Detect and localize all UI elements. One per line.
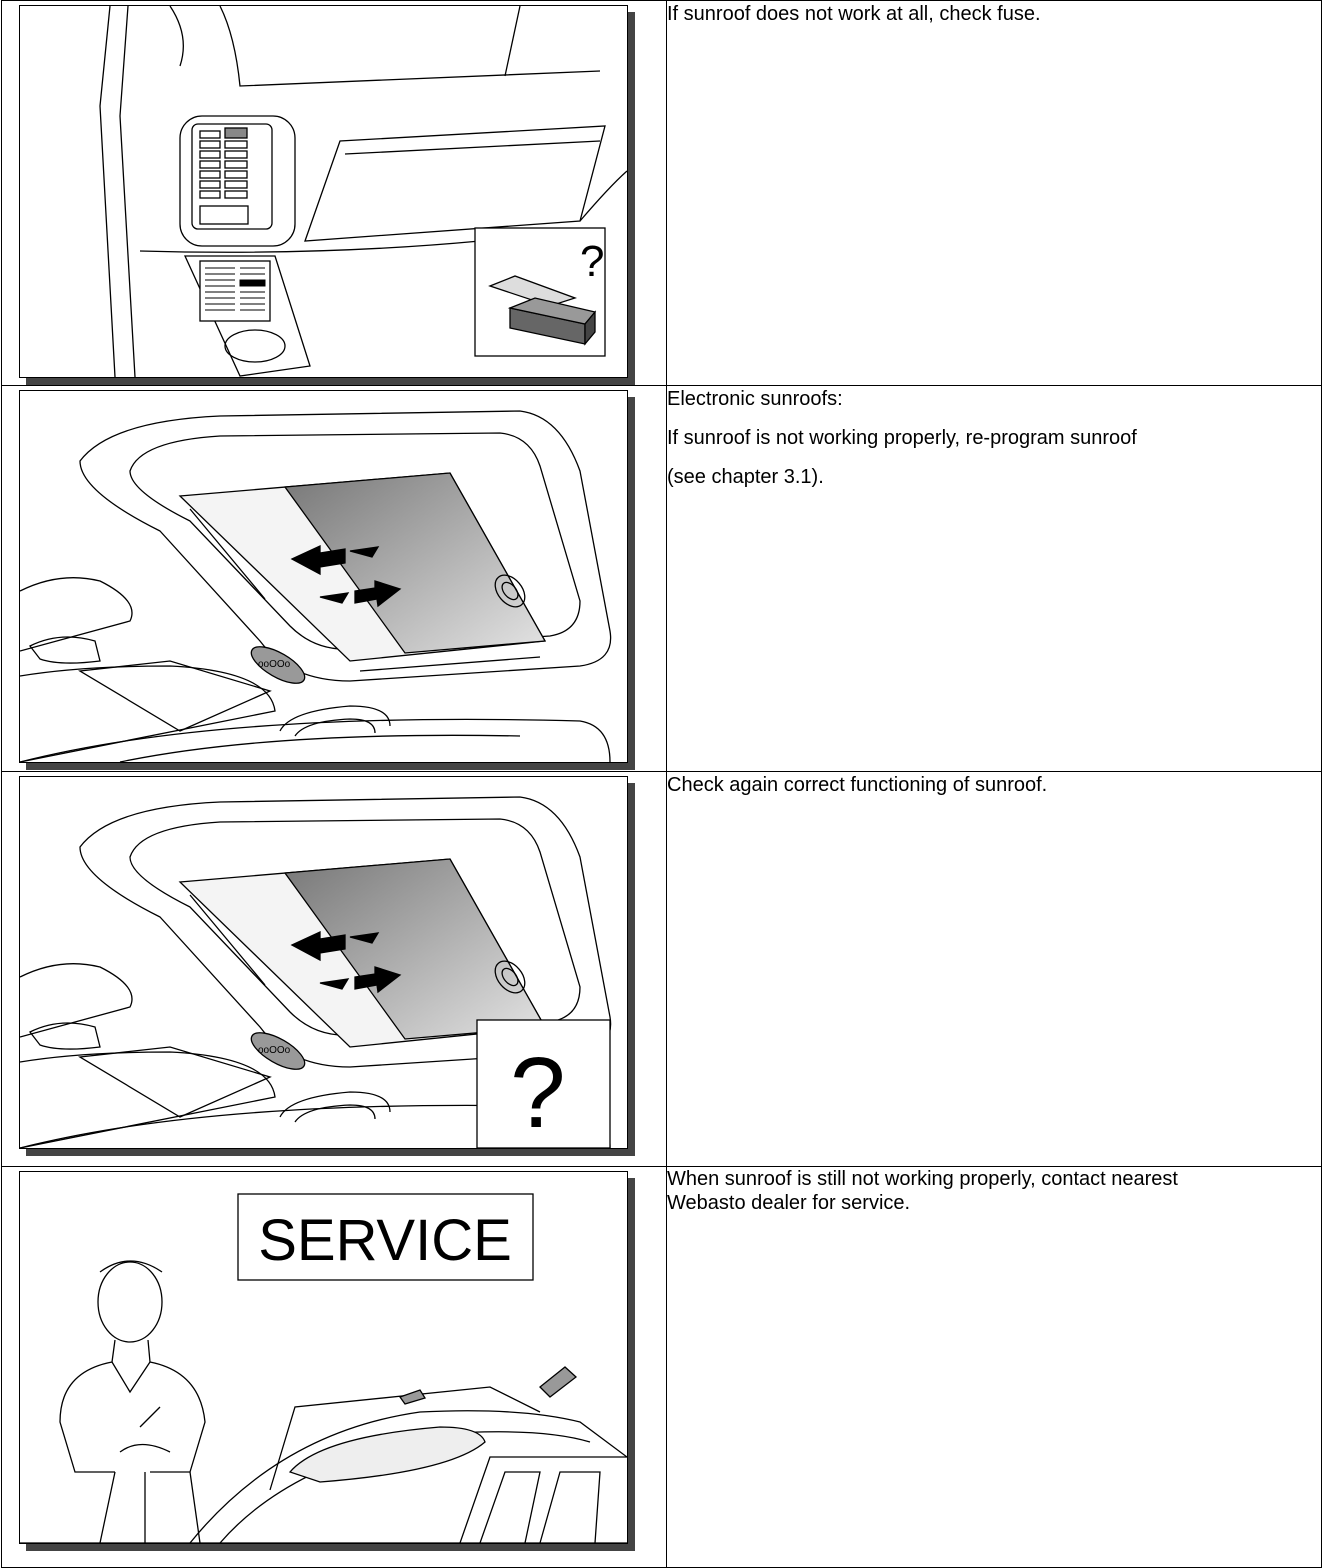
question-mark-icon: ? <box>580 237 604 286</box>
fuse-box-illustration: ? <box>19 5 628 378</box>
step-row-2: ooOOo Electron <box>2 386 1322 772</box>
step-1-line-1: If sunroof does not work at all, check f… <box>667 1 1321 27</box>
svg-text:ooOOo: ooOOo <box>258 1045 291 1056</box>
step-row-4: SERVICE <box>2 1167 1322 1568</box>
step-2-text-cell: Electronic sunroofs: If sunroof is not w… <box>667 386 1322 772</box>
step-2-line-1: Electronic sunroofs: <box>667 386 1321 412</box>
step-1-image-cell: ? <box>2 1 667 386</box>
sunroof-check-illustration: ooOOo ? <box>19 776 628 1149</box>
service-illustration: SERVICE <box>19 1171 628 1544</box>
svg-text:ooOOo: ooOOo <box>258 659 291 670</box>
step-4-line-1: When sunroof is still not working proper… <box>667 1167 1207 1215</box>
step-4-text-cell: When sunroof is still not working proper… <box>667 1167 1322 1568</box>
step-3-text-cell: Check again correct functioning of sunro… <box>667 772 1322 1167</box>
step-row-1: ? If sunroof does not work at all, check… <box>2 1 1322 386</box>
step-2-line-2: If sunroof is not working properly, re-p… <box>667 425 1321 451</box>
service-sign: SERVICE <box>258 1208 512 1273</box>
step-3-line-1: Check again correct functioning of sunro… <box>667 772 1321 798</box>
question-mark-icon: ? <box>510 1037 566 1148</box>
step-3-image-cell: ooOOo ? <box>2 772 667 1167</box>
step-1-text-cell: If sunroof does not work at all, check f… <box>667 1 1322 386</box>
sunroof-illustration: ooOOo <box>19 390 628 763</box>
step-row-3: ooOOo ? <box>2 772 1322 1167</box>
step-2-image-cell: ooOOo <box>2 386 667 772</box>
step-2-line-3: (see chapter 3.1). <box>667 464 1321 490</box>
step-4-image-cell: SERVICE <box>2 1167 667 1568</box>
